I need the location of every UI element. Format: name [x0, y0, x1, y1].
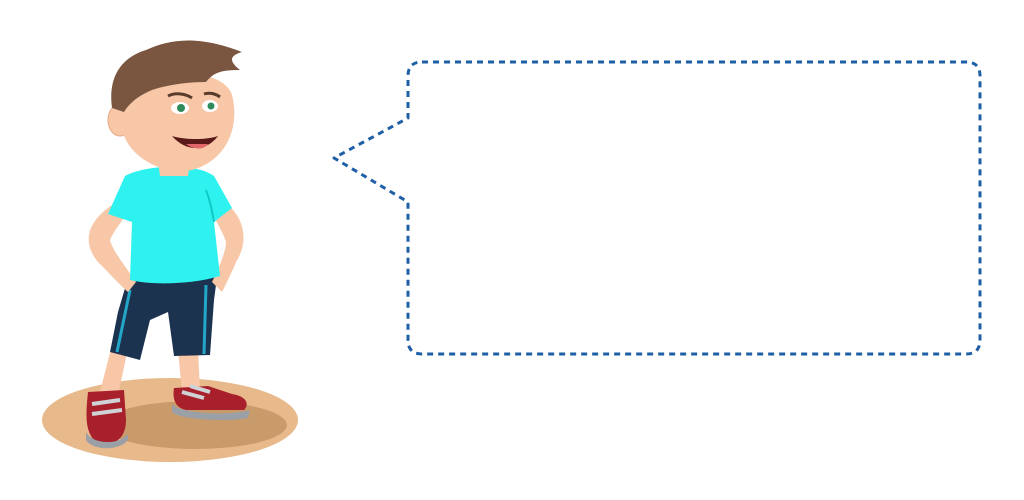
- shorts-stripe-right: [202, 284, 208, 355]
- left-shoe: [86, 390, 126, 444]
- left-arm: [88, 205, 136, 292]
- boy-character: [86, 40, 250, 449]
- shorts-stripe-left: [115, 289, 132, 353]
- right-shoe-strap-2: [189, 384, 211, 394]
- left-eyebrow: [167, 92, 193, 100]
- tongue: [186, 144, 208, 149]
- speech-bubble-text: [420, 75, 965, 340]
- face: [120, 72, 235, 171]
- shirt: [108, 166, 232, 284]
- left-shoe-strap-1: [91, 398, 121, 406]
- left-shoe-strap-2: [91, 408, 123, 416]
- right-leg: [178, 350, 200, 392]
- right-arm: [212, 200, 244, 292]
- hair: [111, 40, 242, 112]
- right-pupil: [207, 102, 215, 110]
- right-shoe-sole: [172, 404, 250, 420]
- right-eyebrow: [203, 91, 221, 99]
- right-shoe: [173, 386, 247, 410]
- left-leg: [100, 345, 128, 396]
- left-shoe-sole: [86, 432, 128, 449]
- speech-bubble: [332, 60, 982, 356]
- shirt-fold: [205, 189, 215, 223]
- right-shoe-strap-1: [181, 390, 205, 400]
- shorts: [110, 270, 218, 360]
- left-pupil: [177, 104, 185, 112]
